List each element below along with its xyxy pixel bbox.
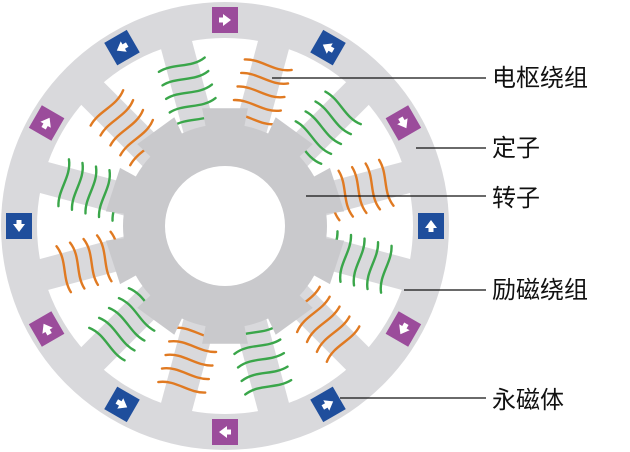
rotor-shaft-hole — [165, 166, 285, 286]
permanent-magnet — [28, 105, 65, 141]
permanent-magnet — [310, 386, 346, 423]
rotor — [105, 108, 345, 344]
permanent-magnet — [28, 311, 65, 347]
permanent-magnet — [104, 29, 140, 66]
permanent-magnet — [418, 213, 444, 239]
permanent-magnets — [6, 7, 444, 445]
armature-winding-coil — [157, 326, 221, 394]
label-field-winding: 励磁绕组 — [492, 276, 588, 304]
label-permanent-magnet: 永磁体 — [492, 386, 564, 414]
permanent-magnet — [212, 7, 238, 33]
permanent-magnet — [104, 386, 140, 423]
permanent-magnet — [212, 419, 238, 445]
armature-winding-coil — [323, 158, 395, 222]
permanent-magnet — [310, 29, 346, 66]
label-armature-winding: 电枢绕组 — [492, 64, 588, 92]
label-rotor: 转子 — [492, 184, 540, 212]
permanent-magnet — [385, 311, 422, 347]
permanent-magnet — [385, 105, 422, 141]
label-stator: 定子 — [492, 134, 540, 162]
callouts: 电枢绕组 定子 转子 励磁绕组 永磁体 — [272, 64, 588, 414]
permanent-magnet — [6, 213, 32, 239]
